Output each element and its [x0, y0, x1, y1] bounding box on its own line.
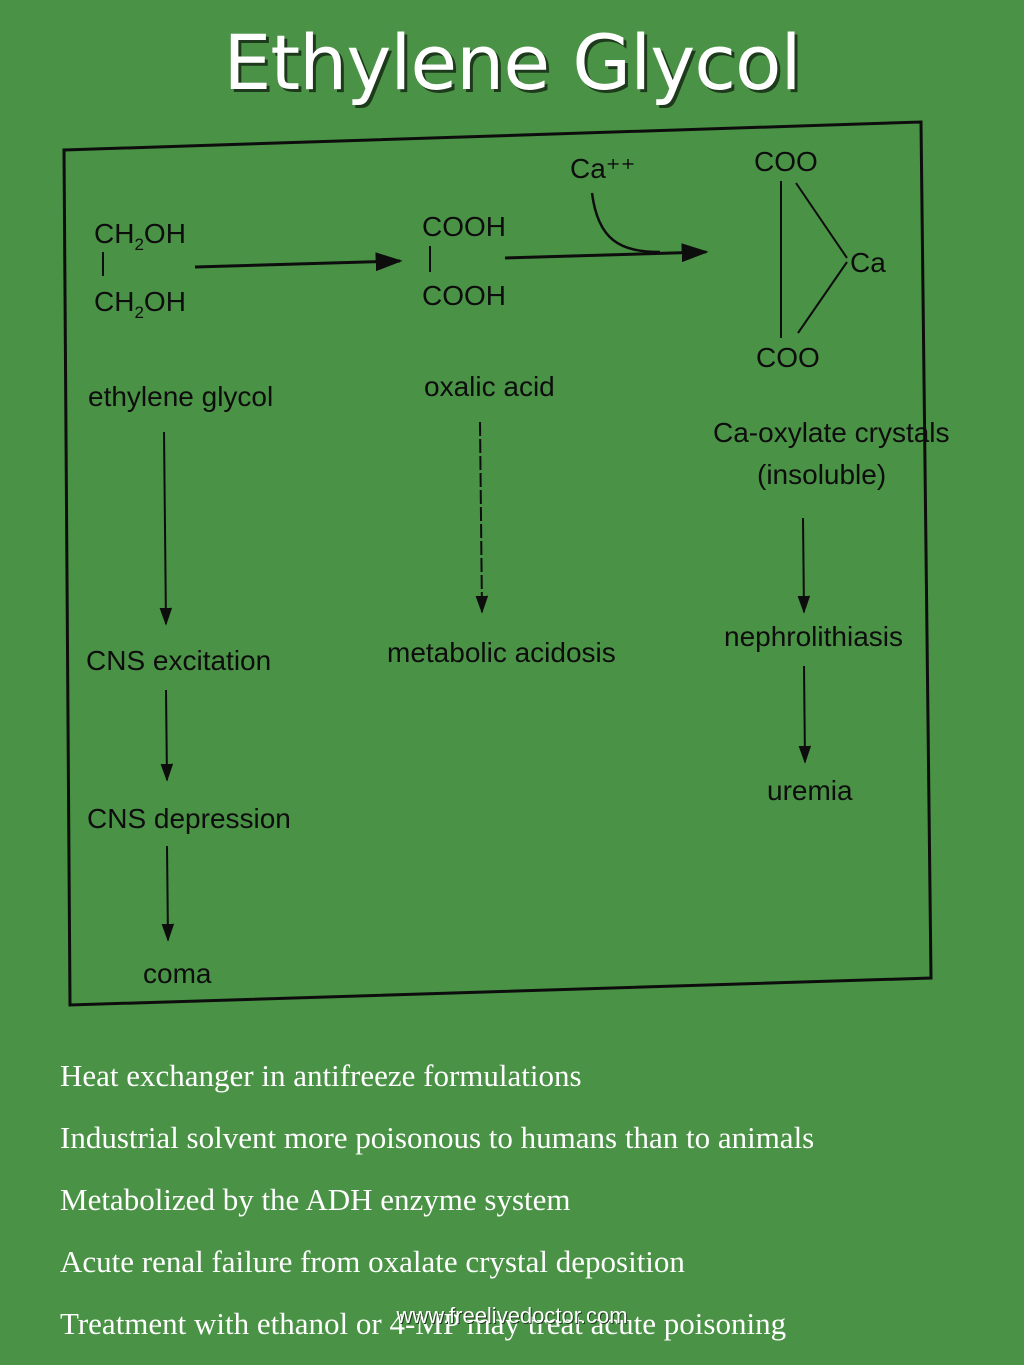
- arrow-to-nephrolithiasis: [797, 517, 811, 614]
- diagram-frame: [62, 120, 933, 1007]
- coma-label: coma: [143, 958, 212, 989]
- calcium-oxalate-sublabel: (insoluble): [757, 459, 886, 490]
- arrow-to-oxalic-acid: [194, 252, 403, 272]
- oxalic-acid-formula-top: COOH: [422, 211, 506, 242]
- calcium-oxalate-lower-bond: [797, 261, 848, 334]
- calcium-ion-curve: [590, 192, 661, 254]
- ethylene-glycol-formula-bottom: CH2OH: [94, 286, 186, 322]
- uremia-label: uremia: [767, 775, 853, 806]
- ethylene-glycol-label: ethylene glycol: [88, 381, 273, 412]
- arrow-to-cns-excitation: [159, 431, 173, 626]
- slide-title: Ethylene Glycol: [223, 18, 801, 107]
- fact-item: Industrial solvent more poisonous to hum…: [60, 1120, 815, 1155]
- arrow-to-calcium-oxalate: [504, 243, 709, 263]
- arrow-to-uremia: [798, 665, 812, 764]
- ethylene-glycol-formula-top: CH2OH: [94, 218, 186, 254]
- calcium-oxalate-label: Ca-oxylate crystals: [713, 417, 950, 448]
- calcium-oxalate-upper-bond: [795, 182, 848, 259]
- cns-depression-label: CNS depression: [87, 803, 291, 834]
- fact-item: Metabolized by the ADH enzyme system: [60, 1182, 571, 1217]
- metabolism-diagram: CH2OH CH2OH ethylene glycol COOH COOH ox…: [62, 120, 950, 1007]
- calcium-oxalate-bottom: COO: [756, 342, 820, 373]
- arrow-to-coma: [161, 845, 175, 942]
- fact-list: Heat exchanger in antifreeze formulation…: [60, 1052, 814, 1362]
- watermark: www.freelivedoctor.com: [396, 1303, 628, 1328]
- arrow-to-cns-depression: [160, 689, 174, 782]
- oxalic-acid-formula-bottom: COOH: [422, 280, 506, 311]
- fact-item: Heat exchanger in antifreeze formulation…: [60, 1058, 582, 1093]
- calcium-oxalate-metal: Ca: [850, 247, 886, 278]
- fact-item: Acute renal failure from oxalate crystal…: [60, 1244, 685, 1279]
- arrow-to-metabolic-acidosis: [475, 421, 489, 614]
- fact-item: Treatment with ethanol or 4-MP may treat…: [60, 1306, 787, 1341]
- oxalic-acid-label: oxalic acid: [424, 371, 555, 402]
- nephrolithiasis-label: nephrolithiasis: [724, 621, 903, 652]
- metabolic-acidosis-label: metabolic acidosis: [387, 637, 616, 668]
- calcium-ion-label: Ca⁺⁺: [570, 153, 635, 184]
- calcium-oxalate-top: COO: [754, 146, 818, 177]
- cns-excitation-label: CNS excitation: [86, 645, 271, 676]
